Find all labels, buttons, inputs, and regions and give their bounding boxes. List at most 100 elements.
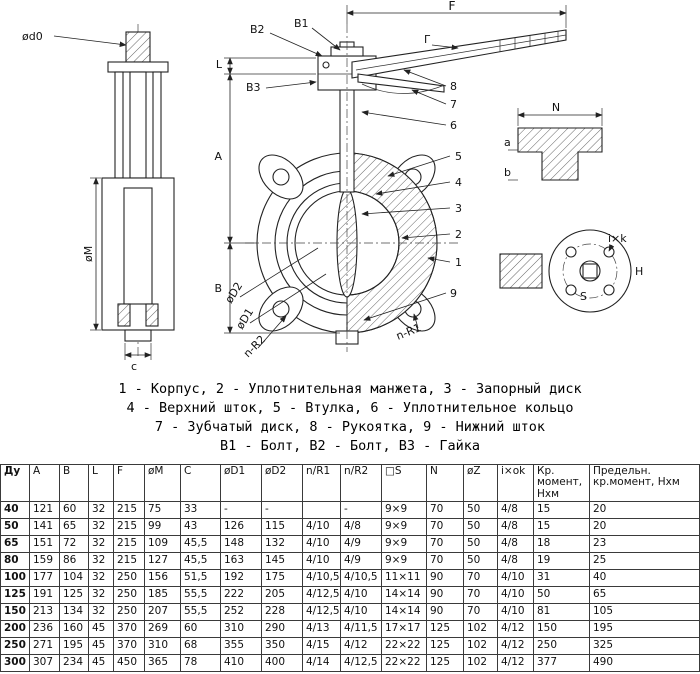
- cell: 102: [463, 619, 498, 638]
- cell: 150: [533, 619, 590, 638]
- cell: 355: [220, 636, 262, 655]
- detail-top-view: N a b: [504, 101, 603, 181]
- drawing-svg: ød0 øM c: [22, 0, 643, 373]
- bolt-b1-label: В1: [294, 17, 309, 30]
- cell: 250: [113, 602, 145, 621]
- callout-2: 2: [455, 228, 462, 241]
- cell: 4/12,5: [302, 602, 341, 621]
- cell: 250: [113, 568, 145, 587]
- cell: 22×22: [381, 653, 427, 672]
- cell: 86: [59, 551, 89, 570]
- cell: 40: [0, 500, 30, 519]
- cell: 234: [59, 653, 89, 672]
- cell: 20: [589, 500, 700, 519]
- column-header: C: [180, 463, 221, 502]
- valve-technical-drawing: ød0 øM c: [22, 0, 643, 373]
- cell: 4/10: [302, 517, 341, 536]
- cell: 141: [29, 517, 60, 536]
- column-header: N: [426, 463, 464, 502]
- column-header: n/R2: [340, 463, 382, 502]
- cell: 32: [88, 534, 114, 553]
- bolt-b2-label: В2: [250, 23, 265, 36]
- cell: -: [220, 500, 262, 519]
- cell: 14×14: [381, 602, 427, 621]
- dim-c-label: c: [131, 360, 137, 373]
- cell: 207: [144, 602, 181, 621]
- cell: 9×9: [381, 517, 427, 536]
- cell: 150: [0, 602, 30, 621]
- cell: 236: [29, 619, 60, 638]
- cell: 213: [29, 602, 60, 621]
- cell: 4/8: [497, 551, 534, 570]
- cell: 45,5: [180, 534, 221, 553]
- cell: -: [340, 500, 382, 519]
- cell: 70: [426, 551, 464, 570]
- cell: 80: [0, 551, 30, 570]
- column-header: Предельн. кр.момент, Нхм: [589, 463, 700, 502]
- cell: 134: [59, 602, 89, 621]
- cell: 4/8: [497, 517, 534, 536]
- cell: 159: [29, 551, 60, 570]
- cell: 70: [426, 500, 464, 519]
- cell: 215: [113, 551, 145, 570]
- cell: 20: [589, 517, 700, 536]
- legend-line-3: 7 - Зубчатый диск, 8 - Рукоятка, 9 - Ниж…: [154, 419, 546, 436]
- dim-b-small-label: b: [504, 166, 511, 179]
- cell: 175: [261, 568, 303, 587]
- handle-lever: [351, 29, 567, 79]
- cell: 4/12,5: [340, 653, 382, 672]
- column-header: n/R1: [302, 463, 341, 502]
- cell: 18: [533, 534, 590, 553]
- cell: 4/12: [497, 653, 534, 672]
- dim-n-label: N: [552, 101, 560, 114]
- cell: 50: [533, 585, 590, 604]
- cell: 126: [220, 517, 262, 536]
- cell: 4/10: [302, 534, 341, 553]
- cell: 4/8: [497, 534, 534, 553]
- cell: 370: [113, 619, 145, 638]
- cell: 215: [113, 517, 145, 536]
- cell: 68: [180, 636, 221, 655]
- callout-3: 3: [455, 202, 462, 215]
- cell: 55,5: [180, 585, 221, 604]
- legend-line-1: 1 - Корпус, 2 - Уплотнительная манжета, …: [118, 381, 582, 397]
- cell: 410: [220, 653, 262, 672]
- dim-d2-label: øD2: [223, 280, 246, 306]
- cell: 195: [589, 619, 700, 638]
- cell: 65: [589, 585, 700, 604]
- cell: 90: [426, 602, 464, 621]
- cell: 4/9: [340, 534, 382, 553]
- cell: 32: [88, 602, 114, 621]
- cell: 145: [261, 551, 303, 570]
- column-header: □S: [381, 463, 427, 502]
- cell: 4/10: [497, 585, 534, 604]
- cell: 50: [463, 517, 498, 536]
- dim-b-label: B: [214, 282, 222, 295]
- lug-top-left: [258, 154, 304, 200]
- cell: 4/12,5: [302, 585, 341, 604]
- cell: 365: [144, 653, 181, 672]
- cell: 25: [589, 551, 700, 570]
- cell: 195: [59, 636, 89, 655]
- cell: 151: [29, 534, 60, 553]
- cell: 163: [220, 551, 262, 570]
- cell: 490: [589, 653, 700, 672]
- cell: 45: [88, 619, 114, 638]
- dim-g-label: Г: [424, 33, 431, 46]
- cell: 105: [589, 602, 700, 621]
- cell: 9×9: [381, 534, 427, 553]
- dim-m-label: øM: [82, 246, 95, 262]
- cell: 4/8: [497, 500, 534, 519]
- dim-a-small-label: a: [504, 136, 511, 149]
- callout-8: 8: [450, 80, 457, 93]
- dim-d1-label: øD1: [234, 306, 257, 332]
- cell: 271: [29, 636, 60, 655]
- dim-nr2-label: n-R2: [241, 333, 268, 360]
- cell: 65: [0, 534, 30, 553]
- cell: 125: [426, 619, 464, 638]
